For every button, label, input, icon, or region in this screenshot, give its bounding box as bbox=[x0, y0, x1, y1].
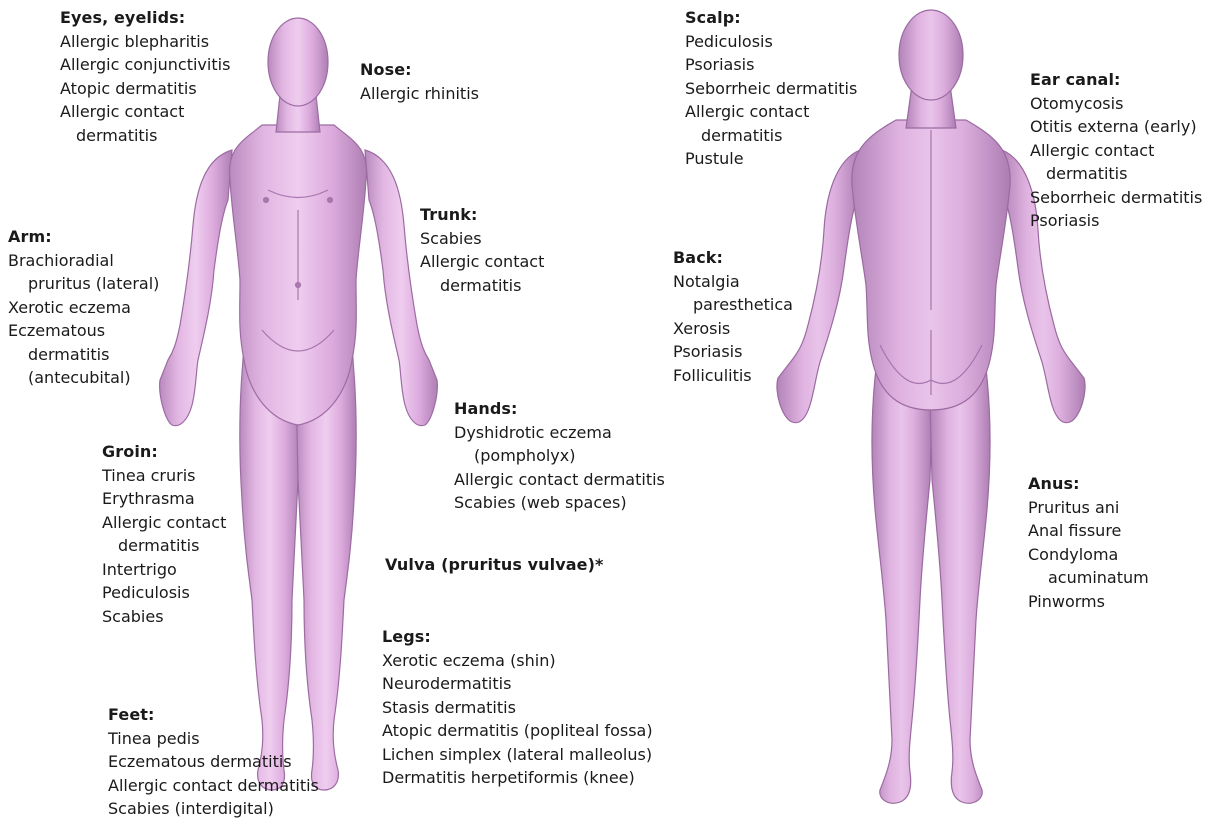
legs-item: Lichen simplex (lateral malleolus) bbox=[382, 743, 653, 767]
groin-block: Groin: Tinea cruris Erythrasma Allergic … bbox=[102, 440, 226, 628]
scalp-item: Seborrheic dermatitis bbox=[685, 77, 857, 101]
arm-item: Xerotic eczema bbox=[8, 296, 159, 320]
groin-item: Scabies bbox=[102, 605, 226, 629]
anus-heading: Anus: bbox=[1028, 472, 1149, 496]
legs-block: Legs: Xerotic eczema (shin) Neurodermati… bbox=[382, 625, 653, 790]
eyes-item: dermatitis bbox=[60, 124, 230, 148]
anus-block: Anus: Pruritus ani Anal fissure Condylom… bbox=[1028, 472, 1149, 613]
back-item: Xerosis bbox=[673, 317, 793, 341]
legs-item: Xerotic eczema (shin) bbox=[382, 649, 653, 673]
arm-item: (antecubital) bbox=[8, 366, 159, 390]
trunk-item: Scabies bbox=[420, 227, 544, 251]
anus-item: Pinworms bbox=[1028, 590, 1149, 614]
ear-item: dermatitis bbox=[1030, 162, 1202, 186]
nose-block: Nose: Allergic rhinitis bbox=[360, 58, 479, 105]
front-left-arm bbox=[160, 150, 232, 426]
groin-item: Tinea cruris bbox=[102, 464, 226, 488]
ear-heading: Ear canal: bbox=[1030, 68, 1202, 92]
legs-heading: Legs: bbox=[382, 625, 653, 649]
nose-item: Allergic rhinitis bbox=[360, 82, 479, 106]
hands-item: Dyshidrotic eczema bbox=[454, 421, 665, 445]
eyes-item: Atopic dermatitis bbox=[60, 77, 230, 101]
back-item: Notalgia bbox=[673, 270, 793, 294]
back-block: Back: Notalgia paresthetica Xerosis Psor… bbox=[673, 246, 793, 387]
legs-item: Atopic dermatitis (popliteal fossa) bbox=[382, 719, 653, 743]
nose-heading: Nose: bbox=[360, 58, 479, 82]
vulva-block: Vulva (pruritus vulvae)* bbox=[385, 553, 604, 577]
legs-item: Neurodermatitis bbox=[382, 672, 653, 696]
scalp-heading: Scalp: bbox=[685, 6, 857, 30]
ear-canal-block: Ear canal: Otomycosis Otitis externa (ea… bbox=[1030, 68, 1202, 233]
groin-item: Erythrasma bbox=[102, 487, 226, 511]
scalp-item: Psoriasis bbox=[685, 53, 857, 77]
ear-item: Otomycosis bbox=[1030, 92, 1202, 116]
hands-block: Hands: Dyshidrotic eczema (pompholyx) Al… bbox=[454, 397, 665, 515]
back-item: Psoriasis bbox=[673, 340, 793, 364]
back-item: Folliculitis bbox=[673, 364, 793, 388]
scalp-block: Scalp: Pediculosis Psoriasis Seborrheic … bbox=[685, 6, 857, 171]
feet-item: Allergic contact dermatitis bbox=[108, 774, 319, 798]
scalp-item: Pustule bbox=[685, 147, 857, 171]
anus-item: Pruritus ani bbox=[1028, 496, 1149, 520]
eyes-item: Allergic blepharitis bbox=[60, 30, 230, 54]
groin-heading: Groin: bbox=[102, 440, 226, 464]
groin-item: Allergic contact bbox=[102, 511, 226, 535]
trunk-heading: Trunk: bbox=[420, 203, 544, 227]
arm-item: Eczematous bbox=[8, 319, 159, 343]
feet-heading: Feet: bbox=[108, 703, 319, 727]
trunk-block: Trunk: Scabies Allergic contact dermatit… bbox=[420, 203, 544, 297]
groin-item: dermatitis bbox=[102, 534, 226, 558]
vulva-heading: Vulva (pruritus vulvae)* bbox=[385, 553, 604, 577]
trunk-item: dermatitis bbox=[420, 274, 544, 298]
eyes-heading: Eyes, eyelids: bbox=[60, 6, 230, 30]
eyes-item: Allergic conjunctivitis bbox=[60, 53, 230, 77]
arm-item: dermatitis bbox=[8, 343, 159, 367]
anus-item: acuminatum bbox=[1028, 566, 1149, 590]
ear-item: Seborrheic dermatitis bbox=[1030, 186, 1202, 210]
scalp-item: Pediculosis bbox=[685, 30, 857, 54]
feet-item: Tinea pedis bbox=[108, 727, 319, 751]
groin-item: Intertrigo bbox=[102, 558, 226, 582]
arm-block: Arm: Brachioradial pruritus (lateral) Xe… bbox=[8, 225, 159, 390]
feet-block: Feet: Tinea pedis Eczematous dermatitis … bbox=[108, 703, 319, 821]
eyes-item: Allergic contact bbox=[60, 100, 230, 124]
groin-item: Pediculosis bbox=[102, 581, 226, 605]
eyes-eyelids-block: Eyes, eyelids: Allergic blepharitis Alle… bbox=[60, 6, 230, 147]
feet-item: Eczematous dermatitis bbox=[108, 750, 319, 774]
back-head bbox=[899, 10, 963, 100]
legs-item: Stasis dermatitis bbox=[382, 696, 653, 720]
hands-item: (pompholyx) bbox=[454, 444, 665, 468]
hands-heading: Hands: bbox=[454, 397, 665, 421]
hands-item: Allergic contact dermatitis bbox=[454, 468, 665, 492]
anus-item: Anal fissure bbox=[1028, 519, 1149, 543]
ear-item: Otitis externa (early) bbox=[1030, 115, 1202, 139]
ear-item: Psoriasis bbox=[1030, 209, 1202, 233]
back-heading: Back: bbox=[673, 246, 793, 270]
scalp-item: dermatitis bbox=[685, 124, 857, 148]
ear-item: Allergic contact bbox=[1030, 139, 1202, 163]
feet-item: Scabies (interdigital) bbox=[108, 797, 319, 821]
hands-item: Scabies (web spaces) bbox=[454, 491, 665, 515]
arm-item: Brachioradial bbox=[8, 249, 159, 273]
back-item: paresthetica bbox=[673, 293, 793, 317]
arm-item: pruritus (lateral) bbox=[8, 272, 159, 296]
anus-item: Condyloma bbox=[1028, 543, 1149, 567]
legs-item: Dermatitis herpetiformis (knee) bbox=[382, 766, 653, 790]
front-head bbox=[268, 18, 328, 106]
scalp-item: Allergic contact bbox=[685, 100, 857, 124]
arm-heading: Arm: bbox=[8, 225, 159, 249]
trunk-item: Allergic contact bbox=[420, 250, 544, 274]
